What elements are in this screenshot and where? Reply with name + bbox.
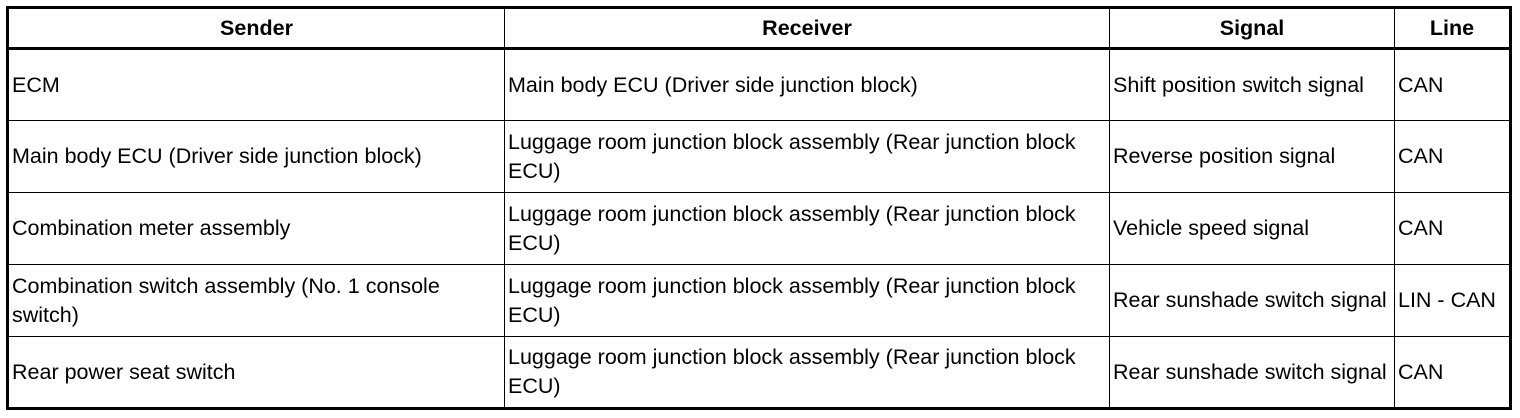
header-signal: Signal bbox=[1109, 7, 1395, 49]
table-row: Combination switch assembly (No. 1 conso… bbox=[7, 264, 1511, 337]
cell-line: LIN - CAN bbox=[1394, 264, 1511, 337]
cell-signal: Rear sunshade switch signal bbox=[1109, 336, 1395, 409]
cell-line: CAN bbox=[1394, 48, 1511, 121]
cell-receiver: Main body ECU (Driver side junction bloc… bbox=[504, 48, 1110, 121]
cell-line: CAN bbox=[1394, 120, 1511, 193]
cell-line: CAN bbox=[1394, 336, 1511, 409]
table-row: ECM Main body ECU (Driver side junction … bbox=[7, 48, 1511, 121]
communication-table: Sender Receiver Signal Line ECM Main bod… bbox=[6, 6, 1512, 410]
cell-sender: Main body ECU (Driver side junction bloc… bbox=[7, 120, 505, 193]
cell-sender: Combination meter assembly bbox=[7, 192, 505, 265]
header-receiver: Receiver bbox=[504, 7, 1110, 49]
cell-signal: Rear sunshade switch signal bbox=[1109, 264, 1395, 337]
table-row: Main body ECU (Driver side junction bloc… bbox=[7, 120, 1511, 193]
cell-signal: Shift position switch signal bbox=[1109, 48, 1395, 121]
cell-receiver: Luggage room junction block assembly (Re… bbox=[504, 120, 1110, 193]
cell-receiver: Luggage room junction block assembly (Re… bbox=[504, 336, 1110, 409]
table-row: Rear power seat switch Luggage room junc… bbox=[7, 336, 1511, 409]
table-row: Combination meter assembly Luggage room … bbox=[7, 192, 1511, 265]
cell-receiver: Luggage room junction block assembly (Re… bbox=[504, 264, 1110, 337]
table-header-row: Sender Receiver Signal Line bbox=[7, 7, 1511, 49]
header-line: Line bbox=[1394, 7, 1511, 49]
header-sender: Sender bbox=[7, 7, 505, 49]
cell-signal: Vehicle speed signal bbox=[1109, 192, 1395, 265]
cell-sender: ECM bbox=[7, 48, 505, 121]
cell-sender: Rear power seat switch bbox=[7, 336, 505, 409]
cell-line: CAN bbox=[1394, 192, 1511, 265]
cell-receiver: Luggage room junction block assembly (Re… bbox=[504, 192, 1110, 265]
cell-signal: Reverse position signal bbox=[1109, 120, 1395, 193]
cell-sender: Combination switch assembly (No. 1 conso… bbox=[7, 264, 505, 337]
